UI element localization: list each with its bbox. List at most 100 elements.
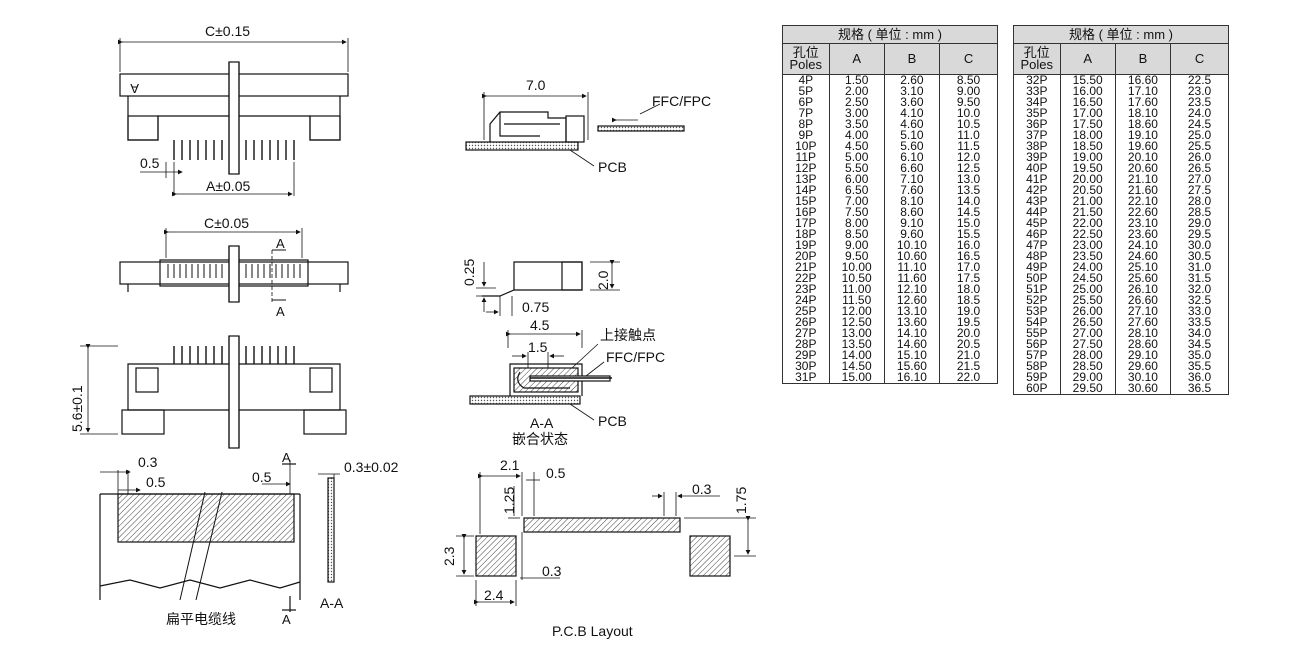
- spec-cell: 23.10: [1114, 217, 1172, 229]
- spec-cell: 8.60: [883, 206, 941, 218]
- spec-cell: 28.5: [1170, 206, 1229, 218]
- spec-cell: 10.00: [828, 261, 885, 273]
- spec-cell: 7.10: [883, 173, 941, 185]
- flat-cable: [99, 460, 340, 612]
- spec-cell: 4.50: [828, 140, 885, 152]
- spec-cell: 31P: [782, 371, 830, 384]
- spec-cell: 33.0: [1170, 305, 1229, 317]
- cable-caption: 扁平电缆线: [166, 611, 236, 627]
- spec-cell: 5.10: [883, 129, 941, 141]
- front-c-dim: C±0.15: [205, 23, 250, 39]
- spec-cell: 26.5: [1170, 162, 1229, 174]
- col-b: B: [883, 43, 941, 75]
- spec-cell: 6.10: [883, 151, 941, 163]
- layout-caption: P.C.B Layout: [552, 623, 633, 639]
- spec-cell: 27.0: [1170, 173, 1229, 185]
- spec-cell: 16.10: [883, 371, 941, 384]
- spec-cell: 10.0: [939, 107, 998, 119]
- spec-cell: 16.60: [1114, 74, 1172, 86]
- spec-cell: 14.10: [883, 327, 941, 339]
- spec-cell: 19.0: [939, 305, 998, 317]
- mated-d2: 1.5: [528, 339, 548, 355]
- layout-d2: 0.5: [546, 465, 566, 481]
- spec-cell: 11.5: [939, 140, 998, 152]
- spec-cell: 60P: [1013, 382, 1061, 395]
- spec-cell: 14.60: [883, 338, 941, 350]
- spec-cell: 13.00: [828, 327, 885, 339]
- spec-cell: 11.10: [883, 261, 941, 273]
- spec-cell: 30.60: [1114, 382, 1172, 395]
- spec-cell: 22.60: [1114, 206, 1172, 218]
- spec-cell: 17.60: [1114, 96, 1172, 108]
- spec-cell: 36.0: [1170, 371, 1229, 383]
- spec-cell: 18.0: [939, 283, 998, 295]
- spec-cell: 22.10: [1114, 195, 1172, 207]
- spec-cell: 14.5: [939, 206, 998, 218]
- mated-contact: 上接触点: [600, 327, 656, 343]
- side-ffc: FFC/FPC: [652, 93, 711, 109]
- layout-d5: 1.75: [733, 487, 749, 514]
- mated-ffc: FFC/FPC: [606, 349, 665, 365]
- mated-state: 嵌合状态: [512, 431, 568, 447]
- spec-cell: 5.60: [883, 140, 941, 152]
- spec-cell: 21.10: [1114, 173, 1172, 185]
- front-view: [118, 38, 349, 197]
- top-view: [119, 228, 349, 303]
- spec-cell: 27.5: [1170, 184, 1229, 196]
- spec-cell: 7.00: [828, 195, 885, 207]
- spec-cell: 2.00: [828, 85, 885, 97]
- spec-cell: 16.5: [939, 250, 998, 262]
- spec-cell: 24.10: [1114, 239, 1172, 251]
- cable-section-label: A-A: [320, 595, 344, 611]
- spec-cell: 29.5: [1170, 228, 1229, 240]
- profile-view: [476, 260, 620, 316]
- spec-cell: 8.50: [939, 74, 998, 86]
- spec-cell: 14.50: [828, 360, 885, 372]
- layout-d7: 0.3: [542, 563, 562, 579]
- spec-cell: 13.10: [883, 305, 941, 317]
- spec-cell: 31.0: [1170, 261, 1229, 273]
- spec-cell: 11.0: [939, 129, 998, 141]
- mated-section: [469, 330, 612, 421]
- mated-section-label: A-A: [530, 415, 554, 431]
- spec-cell: 21.5: [939, 360, 998, 372]
- cable-sec-bottom: A: [282, 612, 291, 627]
- spec-cell: 17.0: [939, 261, 998, 273]
- spec-cell: 30.0: [1170, 239, 1229, 251]
- spec-cell: 3.50: [828, 118, 885, 130]
- spec-cell: 19.60: [1114, 140, 1172, 152]
- spec-cell: 20.10: [1114, 151, 1172, 163]
- spec-cell: 10.50: [828, 272, 885, 284]
- spec-cell: 31.5: [1170, 272, 1229, 284]
- spec-cell: 9.00: [939, 85, 998, 97]
- spec-cell: 10.60: [883, 250, 941, 262]
- spec-cell: 28.10: [1114, 327, 1172, 339]
- spec-cell: 9.00: [828, 239, 885, 251]
- front-a-dim: A±0.05: [206, 178, 250, 194]
- bottom-section-a: A: [276, 304, 285, 319]
- spec-cell: 4.00: [828, 129, 885, 141]
- spec-cell: 8.00: [828, 217, 885, 229]
- spec-cell: 15.5: [939, 228, 998, 240]
